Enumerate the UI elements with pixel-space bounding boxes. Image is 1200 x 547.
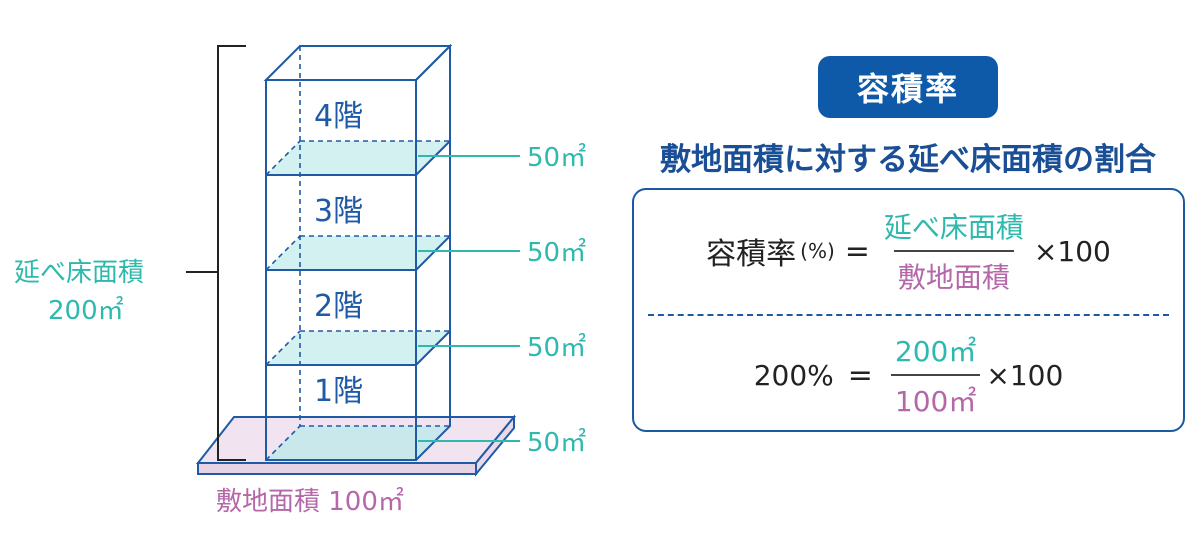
example-multiplier: ×100 <box>986 358 1064 392</box>
definition-subtitle: 敷地面積に対する延べ床面積の割合 <box>660 142 1156 178</box>
example-equals: = <box>847 357 873 393</box>
formula-lhs: 容積率 <box>706 237 797 272</box>
floor-area-ratio-badge: 容積率 <box>818 56 998 118</box>
example-fraction: 200㎡ 100㎡ <box>890 330 981 420</box>
formula-example-row: 200% = 200㎡ 100㎡ ×100 <box>634 330 1183 420</box>
formula-divider <box>648 314 1169 316</box>
floor-area-1: 50㎡ <box>527 428 586 458</box>
example-lhs: 200% <box>753 358 834 392</box>
formula-equals: = <box>844 233 870 269</box>
example-denominator: 100㎡ <box>890 374 981 420</box>
formula-definition-row: 容積率 (%) = 延べ床面積 敷地面積 ×100 <box>634 206 1183 296</box>
building-box <box>263 43 453 461</box>
floor-label-3: 3階 <box>314 194 363 229</box>
floor-area-2: 50㎡ <box>527 333 586 363</box>
formula-unit: (%) <box>800 239 835 263</box>
example-numerator: 200㎡ <box>894 335 977 368</box>
site-area-label: 敷地面積 100㎡ <box>216 487 404 517</box>
floor-label-4: 4階 <box>314 99 363 134</box>
area-leaders <box>418 155 520 442</box>
formula-denominator: 敷地面積 <box>893 250 1014 296</box>
floor-label-2: 2階 <box>314 289 363 324</box>
floor-area-3: 50㎡ <box>527 238 586 268</box>
floor-slabs <box>266 141 450 460</box>
hidden-edges <box>265 46 450 461</box>
building-diagram: 4階 3階 2階 1階 50㎡ 50㎡ 50㎡ 50㎡ 延べ床面積 200㎡ 敷… <box>14 43 586 517</box>
formula-fraction: 延べ床面積 敷地面積 <box>880 206 1028 296</box>
formula-box: 容積率 (%) = 延べ床面積 敷地面積 ×100 200% = 200㎡ 10… <box>632 188 1185 432</box>
total-floor-area-value: 200㎡ <box>48 296 124 326</box>
floor-area-4: 50㎡ <box>527 143 586 173</box>
formula-multiplier: ×100 <box>1033 234 1111 268</box>
total-area-bracket <box>186 45 246 461</box>
total-floor-area-title: 延べ床面積 <box>14 258 144 288</box>
formula-numerator: 延べ床面積 <box>883 211 1024 244</box>
floor-label-1: 1階 <box>314 374 363 409</box>
